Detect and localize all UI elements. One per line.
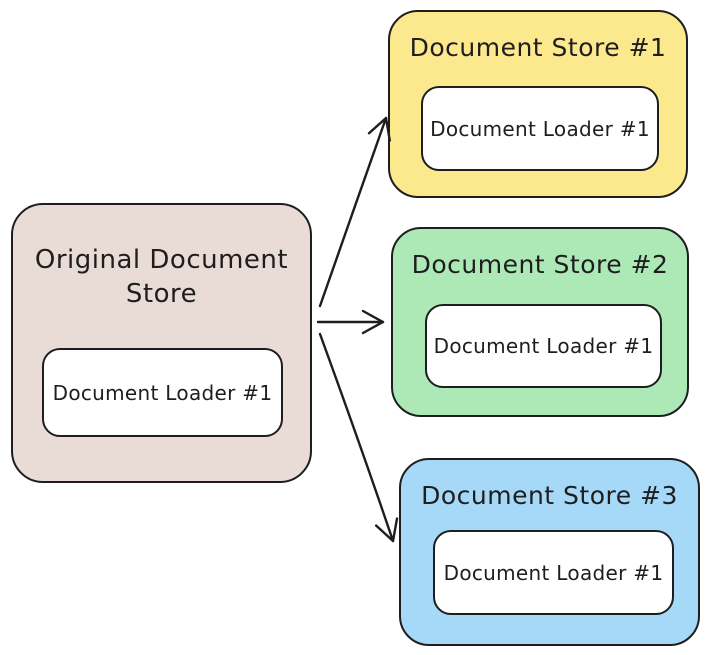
- document-loader-label: Document Loader #1: [430, 116, 650, 141]
- document-store-3-box: Document Store #3 Document Loader #1: [399, 458, 700, 646]
- document-loader-box: Document Loader #1: [42, 348, 283, 437]
- arrow-source-to-store-3: [318, 332, 399, 543]
- document-loader-box: Document Loader #1: [425, 304, 662, 388]
- original-document-store-box: Original Document Store Document Loader …: [11, 203, 312, 483]
- document-store-2-label: Document Store #2: [411, 250, 669, 279]
- document-loader-label: Document Loader #1: [433, 334, 654, 358]
- document-store-1-box: Document Store #1 Document Loader #1: [388, 10, 688, 198]
- document-store-3-label: Document Store #3: [421, 481, 678, 510]
- document-loader-label: Document Loader #1: [52, 380, 273, 405]
- document-store-1-label: Document Store #1: [409, 33, 667, 62]
- document-loader-label: Document Loader #1: [443, 560, 664, 585]
- document-loader-box: Document Loader #1: [433, 530, 674, 615]
- original-document-store-label: Original Document Store: [34, 245, 289, 310]
- arrow-source-to-store-1: [318, 116, 391, 308]
- document-loader-box: Document Loader #1: [421, 86, 659, 171]
- document-store-2-box: Document Store #2 Document Loader #1: [391, 227, 689, 417]
